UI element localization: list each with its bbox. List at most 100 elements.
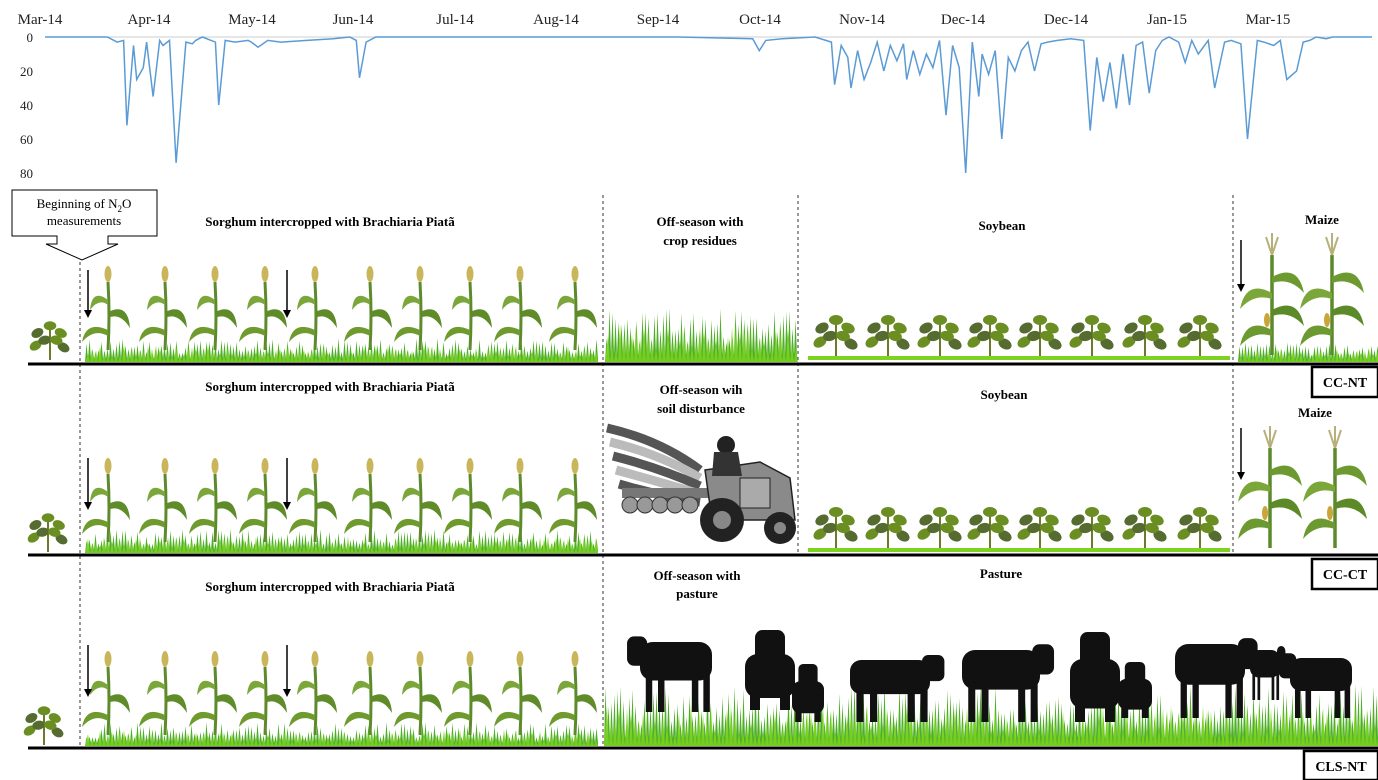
tractor-grille — [739, 477, 771, 509]
callout-arrow-shape — [11, 189, 158, 261]
row1-soybean-label: Soybean — [979, 218, 1027, 233]
row1-plant-illustrations — [29, 233, 1378, 362]
callout-line2: measurements — [47, 213, 121, 228]
sorghum-plant — [344, 266, 392, 351]
y-tick-label: 60 — [20, 132, 33, 147]
maize-plant — [1300, 233, 1364, 355]
row3-offseason-line2: pasture — [676, 586, 718, 601]
sorghum-plant — [344, 651, 392, 736]
soybean-plant — [967, 507, 1012, 550]
fertilizer-arrow-icon — [84, 458, 92, 510]
row2-system-badge: CC-CT — [1310, 557, 1378, 591]
row2-maize-label: Maize — [1298, 405, 1332, 420]
row-cc-nt: Sorghum intercropped with Brachiaria Pia… — [28, 212, 1378, 399]
sorghum-plant — [139, 651, 187, 736]
fertilizer-arrow-icon — [1237, 240, 1245, 292]
harrow-disc — [681, 496, 699, 514]
row2-sorghum-label: Sorghum intercropped with Brachiaria Pia… — [205, 379, 455, 394]
sorghum-plant — [444, 651, 492, 736]
sorghum-plant — [82, 266, 130, 351]
x-tick-label: Dec-14 — [1044, 12, 1089, 28]
soybean-plant — [865, 315, 910, 358]
sorghum-plant — [444, 266, 492, 351]
phase-dividers — [79, 195, 1234, 748]
soybean-plant — [967, 315, 1012, 358]
harrow-disc — [651, 496, 669, 514]
row2-system-box — [1310, 557, 1378, 591]
soybean-plant — [865, 507, 910, 550]
x-tick-label: Apr-14 — [127, 12, 171, 28]
row3-system-label: CLS-NT — [1315, 760, 1367, 775]
sorghum-plant — [82, 651, 130, 736]
fertilizer-arrow-icon — [84, 270, 92, 318]
soil-furrow — [606, 423, 703, 474]
harrow-disc — [621, 496, 639, 514]
soybean-plant — [917, 315, 962, 358]
soybean-plant — [917, 507, 962, 550]
cow-silhouette — [1278, 653, 1352, 718]
fertilizer-arrow-icon — [283, 645, 291, 697]
soybean-plant — [1177, 315, 1222, 358]
sorghum-plant — [82, 458, 130, 543]
cow-silhouette-front — [745, 630, 795, 710]
grass-blades — [85, 338, 598, 362]
driver-body — [712, 452, 742, 476]
soybean-plant — [813, 315, 858, 358]
row1-maize-label: Maize — [1305, 212, 1339, 227]
x-tick-label: Aug-14 — [533, 12, 579, 28]
row1-system-label: CC-NT — [1323, 376, 1368, 391]
soybean-plant — [1122, 507, 1167, 550]
row2-offseason-line1: Off-season wih — [660, 382, 743, 397]
grass-blades-light — [1238, 348, 1378, 362]
soybean-plant — [1069, 315, 1114, 358]
sorghum-plant — [239, 266, 287, 351]
cow-silhouette — [627, 636, 712, 712]
row2-plant-illustrations — [27, 426, 1367, 553]
grass-strip — [1238, 342, 1378, 362]
x-tick-label: Jul-14 — [436, 12, 474, 28]
soybean-plant — [27, 513, 68, 552]
maize-plant — [1303, 426, 1367, 548]
soybean-plant — [813, 507, 858, 550]
n2o-start-callout: Beginning of N2O measurements — [11, 189, 158, 261]
row1-offseason-line1: Off-season with — [656, 214, 744, 229]
row-cc-ct: Sorghum intercropped with Brachiaria Pia… — [27, 379, 1378, 591]
cow-silhouette-front — [792, 664, 824, 722]
sorghum-plant — [394, 266, 442, 351]
x-tick-label: Jun-14 — [333, 12, 374, 28]
y-tick-label: 20 — [20, 64, 33, 79]
cattle-illustrations — [627, 630, 1352, 722]
sorghum-plant — [549, 266, 597, 351]
row3-system-badge: CLS-NT — [1302, 749, 1378, 780]
x-tick-label: Jan-15 — [1147, 12, 1187, 28]
fertilizer-arrow-icon — [1237, 428, 1245, 480]
chart-series-line — [45, 36, 1372, 174]
soybean-plant — [29, 321, 70, 360]
x-tick-label: Mar-14 — [18, 12, 63, 28]
sorghum-plant — [239, 458, 287, 543]
row1-offseason-line2: crop residues — [663, 233, 737, 248]
sorghum-plant — [549, 651, 597, 736]
x-tick-label: Dec-14 — [941, 12, 986, 28]
sorghum-plant — [494, 651, 542, 736]
grass-blades-light — [85, 729, 598, 746]
y-tick-label: 0 — [27, 30, 34, 45]
maize-plant — [1238, 426, 1302, 548]
x-tick-label: Oct-14 — [739, 12, 781, 28]
sorghum-plant — [494, 266, 542, 351]
sorghum-plant — [494, 458, 542, 543]
row-cls-nt: Sorghum intercropped with Brachiaria Pia… — [23, 566, 1378, 780]
cow-silhouette-front — [1118, 662, 1152, 718]
soybean-plant — [1177, 507, 1222, 550]
y-tick-label: 80 — [20, 166, 33, 181]
harrow-disc — [636, 496, 654, 514]
sorghum-plant — [394, 651, 442, 736]
cow-silhouette-front — [1070, 632, 1120, 722]
sorghum-plant — [189, 458, 237, 543]
row2-soybean-label: Soybean — [981, 387, 1029, 402]
grass-blades-light — [605, 323, 798, 362]
row3-sorghum-label: Sorghum intercropped with Brachiaria Pia… — [205, 579, 455, 594]
soybean-plant — [1017, 315, 1062, 358]
sorghum-plant — [139, 266, 187, 351]
